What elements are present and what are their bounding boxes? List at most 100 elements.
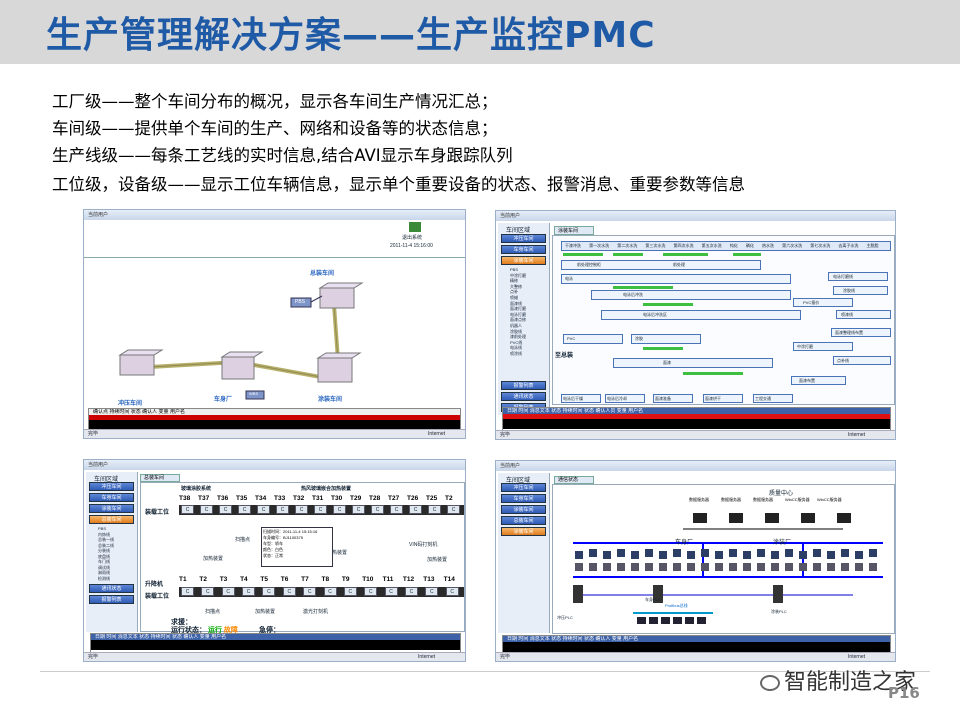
station-cell[interactable]: C: [314, 505, 327, 514]
nav-press-shop[interactable]: 冲压车间: [501, 483, 546, 492]
nav-body-shop[interactable]: 车身车间: [501, 494, 546, 503]
tab-comm-status[interactable]: 通信状态: [554, 476, 594, 484]
io-module-icon[interactable]: [697, 617, 706, 624]
terminal-icon[interactable]: [701, 549, 709, 557]
station-cell[interactable]: C: [242, 587, 256, 596]
device-icon[interactable]: [673, 563, 681, 571]
list-item[interactable]: 点补: [510, 289, 518, 295]
terminal-icon[interactable]: [855, 551, 863, 559]
station-cell[interactable]: C: [428, 505, 441, 514]
terminal-icon[interactable]: [757, 549, 765, 557]
station-cell[interactable]: C: [333, 505, 346, 514]
terminal-icon[interactable]: [645, 549, 653, 557]
station-cell[interactable]: C: [282, 587, 296, 596]
terminal-icon[interactable]: [869, 549, 877, 557]
terminal-icon[interactable]: [771, 551, 779, 559]
list-item[interactable]: 面漆点修: [510, 317, 526, 323]
pvc-box[interactable]: [563, 334, 623, 344]
plc-icon[interactable]: [573, 585, 583, 603]
io-module-icon[interactable]: [637, 617, 646, 624]
device-icon[interactable]: [715, 563, 723, 571]
device-icon[interactable]: [841, 563, 849, 571]
terminal-icon[interactable]: [617, 549, 625, 557]
station-cell[interactable]: C: [447, 505, 460, 514]
list-item[interactable]: 调试线: [98, 564, 110, 570]
list-item[interactable]: 喷涂线: [510, 350, 522, 356]
bottom-box[interactable]: [561, 394, 601, 403]
device-icon[interactable]: [687, 563, 695, 571]
terminal-icon[interactable]: [589, 549, 597, 557]
station-cell[interactable]: C: [181, 587, 194, 596]
right-box-7[interactable]: [833, 356, 891, 365]
device-icon[interactable]: [701, 563, 709, 571]
list-item[interactable]: 机器人: [510, 322, 522, 328]
device-icon[interactable]: [771, 563, 779, 571]
device-icon[interactable]: [743, 563, 751, 571]
list-item[interactable]: PBS: [98, 526, 107, 531]
list-item[interactable]: 漆前处理: [510, 334, 526, 340]
device-icon[interactable]: [785, 563, 793, 571]
event-row[interactable]: [503, 414, 890, 419]
nav-paint-shop[interactable]: 涂装车间: [501, 256, 546, 265]
station-cell[interactable]: C: [303, 587, 317, 596]
paint-shop[interactable]: [316, 352, 362, 383]
device-icon[interactable]: [645, 563, 653, 571]
station-cell[interactable]: C: [200, 505, 213, 514]
terminal-icon[interactable]: [841, 549, 849, 557]
device-icon[interactable]: [813, 563, 821, 571]
device-icon[interactable]: [855, 563, 863, 571]
station-cell[interactable]: C: [181, 505, 194, 514]
topcoat-box[interactable]: [613, 358, 773, 368]
right-box-1[interactable]: [828, 272, 888, 281]
server-icon[interactable]: [801, 513, 815, 523]
device-icon[interactable]: [603, 563, 611, 571]
terminal-icon[interactable]: [827, 551, 835, 559]
station-cell[interactable]: C: [384, 587, 398, 596]
io-module-icon[interactable]: [685, 617, 694, 624]
device-icon[interactable]: [729, 563, 737, 571]
list-item[interactable]: 涂胶线: [510, 328, 522, 334]
list-item[interactable]: 总装一线: [98, 537, 114, 542]
bottom-box[interactable]: [753, 394, 793, 403]
station-cell[interactable]: C: [295, 505, 308, 514]
terminal-icon[interactable]: [729, 549, 737, 557]
device-icon[interactable]: [589, 563, 597, 571]
server-icon[interactable]: [765, 513, 779, 523]
nav-body-shop[interactable]: 车身车间: [501, 245, 546, 254]
right-box-5[interactable]: [831, 328, 891, 337]
station-cell[interactable]: C: [352, 505, 365, 514]
list-item[interactable]: 电泳线: [510, 345, 522, 351]
terminal-icon[interactable]: [603, 551, 611, 559]
device-icon[interactable]: [659, 563, 667, 571]
terminal-icon[interactable]: [673, 549, 681, 557]
nav-paint-shop[interactable]: 涂装车间: [89, 504, 134, 513]
terminal-icon[interactable]: [743, 551, 751, 559]
list-item[interactable]: PBS: [510, 267, 519, 272]
nav-press-shop[interactable]: 冲压车间: [89, 482, 134, 491]
device-icon[interactable]: [757, 563, 765, 571]
nav-press-shop[interactable]: 冲压车间: [501, 234, 546, 243]
ed-rinse-zone[interactable]: [601, 310, 801, 320]
event-row[interactable]: [89, 415, 460, 420]
list-item[interactable]: 检测线: [98, 575, 110, 581]
right-box-6[interactable]: [793, 342, 853, 351]
io-module-icon[interactable]: [673, 617, 682, 624]
list-item[interactable]: 淋雨线: [98, 570, 110, 575]
list-item[interactable]: 分装线: [98, 548, 110, 553]
station-cell[interactable]: C: [221, 587, 235, 596]
list-item[interactable]: 电泳打磨: [510, 311, 526, 317]
station-cell[interactable]: C: [201, 587, 215, 596]
nav-body-shop[interactable]: 车身车间: [89, 493, 134, 502]
event-row[interactable]: [503, 424, 890, 429]
pretreat-control[interactable]: [561, 260, 761, 270]
nav-alarm-list[interactable]: 报警列表: [89, 595, 134, 604]
station-cell[interactable]: C: [364, 587, 378, 596]
right-box-2[interactable]: [833, 286, 888, 295]
nav-assembly-shop[interactable]: 总装车间: [89, 515, 134, 524]
exit-label[interactable]: 退出系统: [402, 235, 423, 241]
station-cell[interactable]: C: [371, 505, 384, 514]
nav-comm-status[interactable]: 通讯状态: [501, 392, 546, 401]
bottom-box[interactable]: [703, 394, 743, 403]
event-row[interactable]: [89, 425, 460, 430]
list-item[interactable]: 底盘线: [98, 553, 110, 559]
